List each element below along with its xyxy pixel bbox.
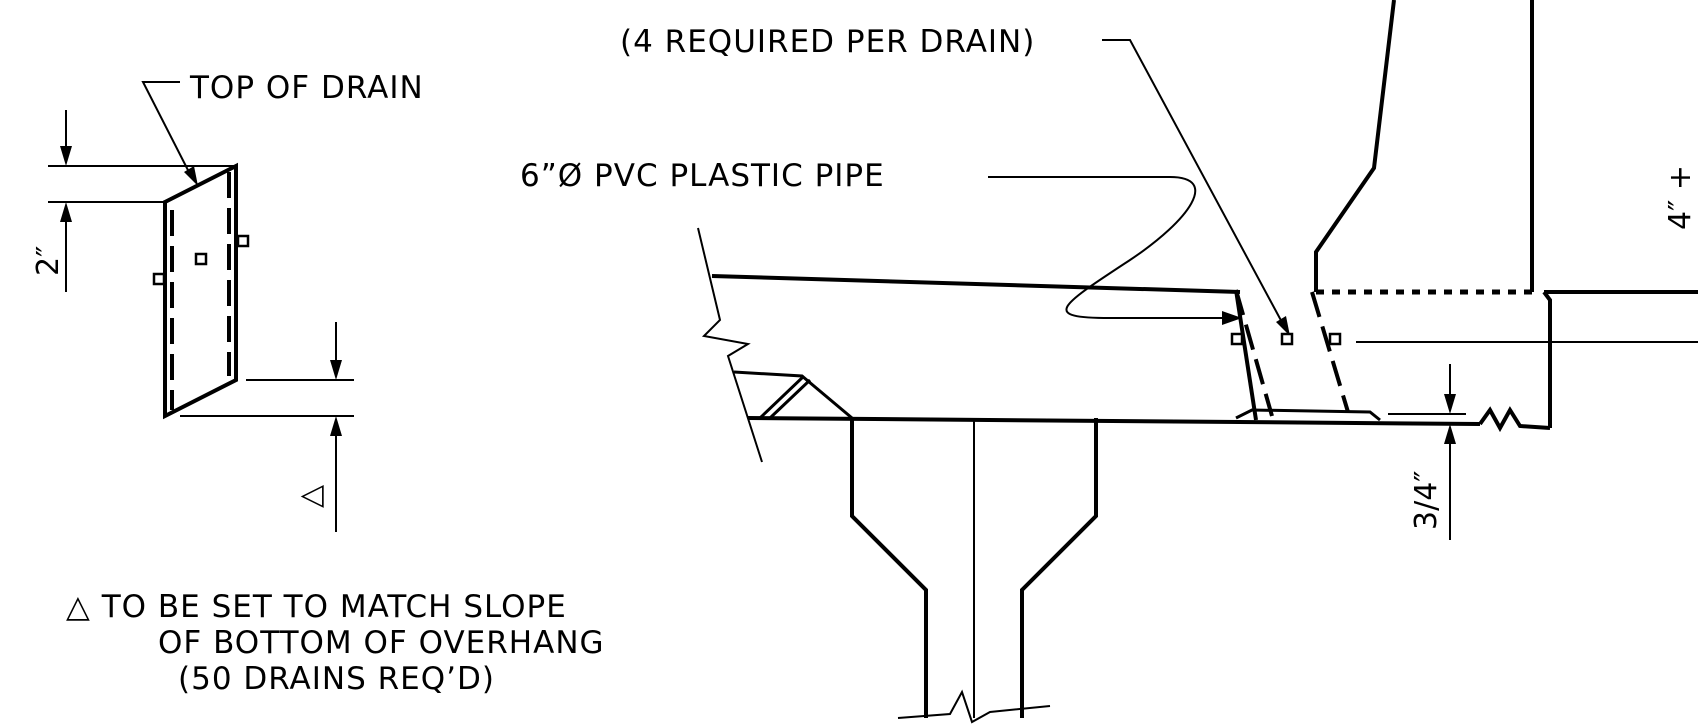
top-of-drain-leader	[141, 81, 193, 179]
pvc-pipe-label: 6”Ø PVC PLASTIC PIPE	[520, 158, 885, 194]
required-per-drain-arrowhead	[1276, 316, 1290, 336]
overhang-section: (4 REQUIRED PER DRAIN) 6”Ø PVC PLASTIC P…	[520, 0, 1698, 724]
drain-lug-center	[194, 252, 208, 266]
note-line-3: (50 DRAINS REQ’D)	[178, 661, 495, 697]
note-line-2: OF BOTTOM OF OVERHANG	[158, 625, 605, 661]
dim-3-4-arrowhead-bottom	[1444, 424, 1456, 444]
slab-right-edge	[1542, 290, 1552, 428]
section-drain-edge	[1234, 289, 1258, 421]
girder-right	[1020, 418, 1098, 718]
pvc-pipe-leader	[988, 176, 1232, 319]
note-line-1: △ TO BE SET TO MATCH SLOPE	[66, 589, 567, 625]
dim-delta-arrowhead-top	[330, 360, 342, 380]
girder-break-line	[897, 689, 1051, 724]
dim-2in-arrowhead-top	[60, 146, 72, 166]
dim-3-4-arrowhead-top	[1444, 394, 1456, 414]
dim-delta-arrowhead-bottom	[330, 416, 342, 436]
notes: △ TO BE SET TO MATCH SLOPE OF BOTTOM OF …	[66, 589, 605, 697]
section-drain-right	[1310, 291, 1350, 413]
slab-break-line	[697, 227, 763, 463]
top-of-drain-arrowhead	[184, 166, 198, 186]
top-of-drain-label: TOP OF DRAIN	[189, 70, 424, 106]
drain-outline	[163, 162, 238, 420]
barrier-face	[1314, 0, 1396, 292]
dim-4in-label: 4″ +	[1663, 165, 1698, 230]
slab-bottom-break	[1478, 406, 1551, 433]
dim-2in-arrowhead-bottom	[60, 202, 72, 222]
section-drain-lug-3	[1328, 332, 1342, 346]
dim-delta-symbol: △	[293, 485, 328, 508]
section-drain-lug-1	[1230, 332, 1244, 346]
drain-lug-left	[152, 272, 166, 286]
drain-detail: TOP OF DRAIN 2″ △	[31, 70, 424, 532]
section-drain-left	[1234, 289, 1274, 417]
slab-bottom	[747, 416, 1481, 426]
required-per-drain-leader	[1102, 39, 1285, 327]
haunch-chamfer-inner	[758, 374, 812, 420]
girder-left	[850, 418, 928, 718]
section-drain-lug-2	[1280, 332, 1294, 346]
dim-3-4-label: 3/4″	[1409, 471, 1444, 531]
slab-top	[711, 274, 1241, 294]
pvc-pipe-arrowhead	[1222, 311, 1242, 325]
dim-2in-label: 2″	[31, 246, 66, 276]
drain-lug-right	[236, 234, 250, 248]
section-drain-flange	[1235, 408, 1381, 422]
required-per-drain-label: (4 REQUIRED PER DRAIN)	[620, 24, 1035, 60]
